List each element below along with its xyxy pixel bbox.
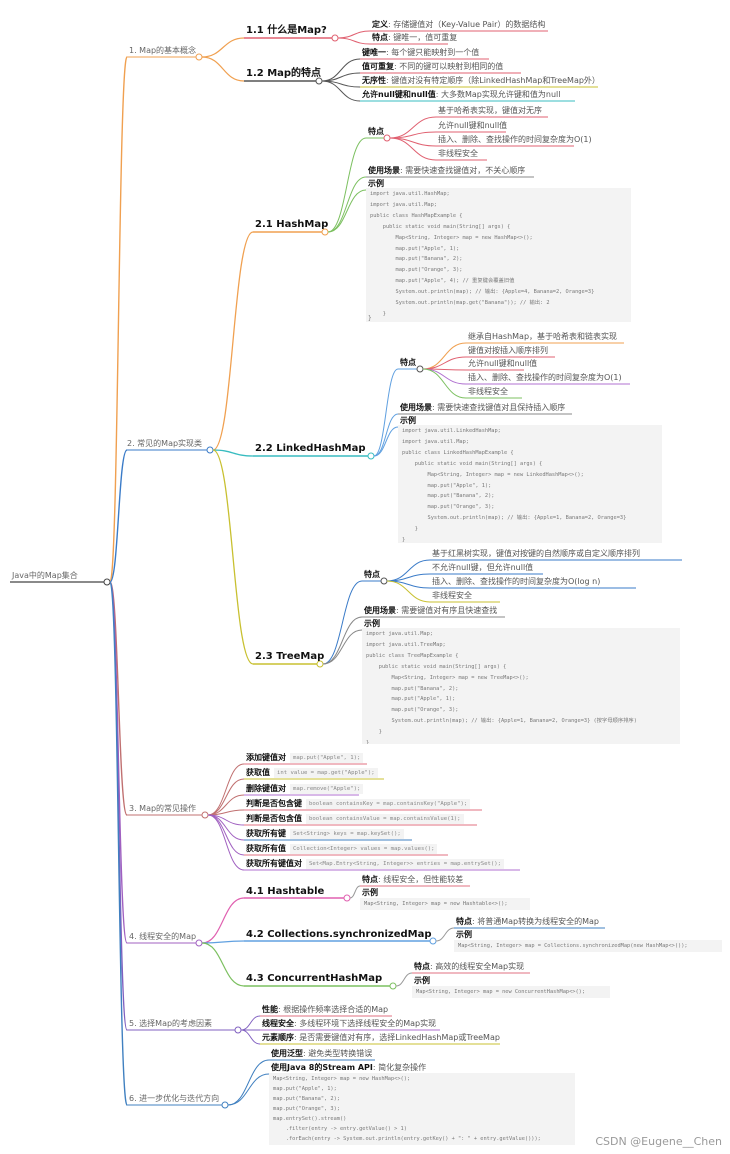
leaf-null-allowed: 允许null键和null值: 大多数Map实现允许键和值为null <box>362 90 561 99</box>
factor-performance: 性能: 根据操作频率选择合适的Map <box>262 1005 389 1014</box>
hashmap-feature-1: 基于哈希表实现，键值对无序 <box>438 106 542 115</box>
factor-order: 元素顺序: 是否需要键值对有序，选择LinkedHashMap或TreeMap <box>262 1033 500 1042</box>
synchronized-code: Map<String, Integer> map = Collections.s… <box>454 940 722 952</box>
watermark: CSDN @Eugene__Chen <box>595 1135 722 1148</box>
topic-concurrent-hashmap[interactable]: 4.3 ConcurrentHashMap <box>246 973 383 984</box>
section-6-node[interactable]: 6. 进一步优化与迭代方向 <box>129 1094 220 1103</box>
synchronized-example-label: 示例 <box>456 930 472 939</box>
topic-synchronized-map[interactable]: 4.2 Collections.synchronizedMap <box>246 929 432 940</box>
tree-feature-3: 插入、删除、查找操作的时间复杂度为O(log n) <box>432 577 601 586</box>
leaf-key-unique: 键唯一: 每个键只能映射到一个值 <box>362 48 480 57</box>
stream-code-block: Map<String, Integer> map = new HashMap<>… <box>269 1073 575 1145</box>
hashtable-example-label: 示例 <box>362 888 378 897</box>
hashmap-code-close: } <box>368 315 372 322</box>
linked-feature-1: 继承自HashMap，基于哈希表和链表实现 <box>468 332 618 341</box>
topic-hashtable[interactable]: 4.1 Hashtable <box>246 886 325 897</box>
concurrent-feature: 特点: 高效的线程安全Map实现 <box>414 962 525 971</box>
topic-hashmap[interactable]: 2.1 HashMap <box>255 219 329 230</box>
linked-usage: 使用场景: 需要快速查找键值对且保持插入顺序 <box>400 403 566 412</box>
section-3-node[interactable]: 3. Map的常见操作 <box>129 804 197 813</box>
topic-linkedhashmap[interactable]: 2.2 LinkedHashMap <box>255 443 366 454</box>
topic-1-2[interactable]: 1.2 Map的特点 <box>246 68 322 79</box>
factor-thread-safety: 线程安全: 多线程环境下选择线程安全的Map实现 <box>262 1019 437 1028</box>
tree-code-block: import java.util.Map;import java.util.Tr… <box>362 628 680 744</box>
hashmap-feature-2: 允许null键和null值 <box>438 121 508 130</box>
hashmap-feature-3: 插入、删除、查找操作的时间复杂度为O(1) <box>438 135 592 144</box>
linked-feature-3: 允许null键和null值 <box>468 359 538 368</box>
topic-treemap[interactable]: 2.3 TreeMap <box>255 651 325 662</box>
linked-feature-4: 插入、删除、查找操作的时间复杂度为O(1) <box>468 373 622 382</box>
tree-feature-2: 不允许null键，但允许null值 <box>432 563 534 572</box>
opt-generics: 使用泛型: 避免类型转换错误 <box>271 1049 373 1058</box>
leaf-value-repeat: 值可重复: 不同的键可以映射到相同的值 <box>362 62 504 71</box>
linked-feature-2: 键值对按插入顺序排列 <box>468 346 548 355</box>
opt-stream-api: 使用Java 8的Stream API: 简化复杂操作 <box>271 1063 427 1072</box>
hashmap-usage: 使用场景: 需要快速查找键值对，不关心顺序 <box>368 166 526 175</box>
leaf-feature: 特点: 键唯一，值可重复 <box>372 33 458 42</box>
linked-feature-5: 非线程安全 <box>468 387 508 396</box>
synchronized-feature: 特点: 将普通Map转换为线程安全的Map <box>456 917 600 926</box>
concurrent-example-label: 示例 <box>414 976 430 985</box>
section-1-node[interactable]: 1. Map的基本概念 <box>129 46 197 55</box>
hashmap-code-block: import java.util.HashMap;import java.uti… <box>366 188 631 322</box>
tree-feature-label: 特点 <box>364 570 380 579</box>
hashmap-example-label: 示例 <box>368 179 384 188</box>
section-5-node[interactable]: 5. 选择Map的考虑因素 <box>129 1019 213 1028</box>
root-node[interactable]: Java中的Map集合 <box>12 571 78 580</box>
hashtable-code: Map<String, Integer> map = new Hashtable… <box>360 898 530 910</box>
tree-example-label: 示例 <box>364 619 380 628</box>
linked-feature-label: 特点 <box>400 358 416 367</box>
leaf-definition: 定义: 存储键值对（Key-Value Pair）的数据结构 <box>372 20 546 29</box>
tree-feature-1: 基于红黑树实现，键值对按键的自然顺序或自定义顺序排列 <box>432 549 640 558</box>
tree-usage: 使用场景: 需要键值对有序且快速查找 <box>364 606 498 615</box>
hashmap-feature-label: 特点 <box>368 127 384 136</box>
linked-code-block: import java.util.LinkedHashMap;import ja… <box>398 425 662 543</box>
section-4-node[interactable]: 4. 线程安全的Map <box>129 932 197 941</box>
tree-feature-4: 非线程安全 <box>432 591 472 600</box>
hashtable-feature: 特点: 线程安全，但性能较差 <box>362 875 464 884</box>
linked-example-label: 示例 <box>400 416 416 425</box>
concurrent-code: Map<String, Integer> map = new Concurren… <box>412 986 610 998</box>
topic-1-1[interactable]: 1.1 什么是Map? <box>246 25 327 36</box>
section-2-node[interactable]: 2. 常见的Map实现类 <box>127 439 203 448</box>
hashmap-feature-4: 非线程安全 <box>438 149 478 158</box>
leaf-unordered: 无序性: 键值对没有特定顺序（除LinkedHashMap和TreeMap外） <box>362 76 600 85</box>
